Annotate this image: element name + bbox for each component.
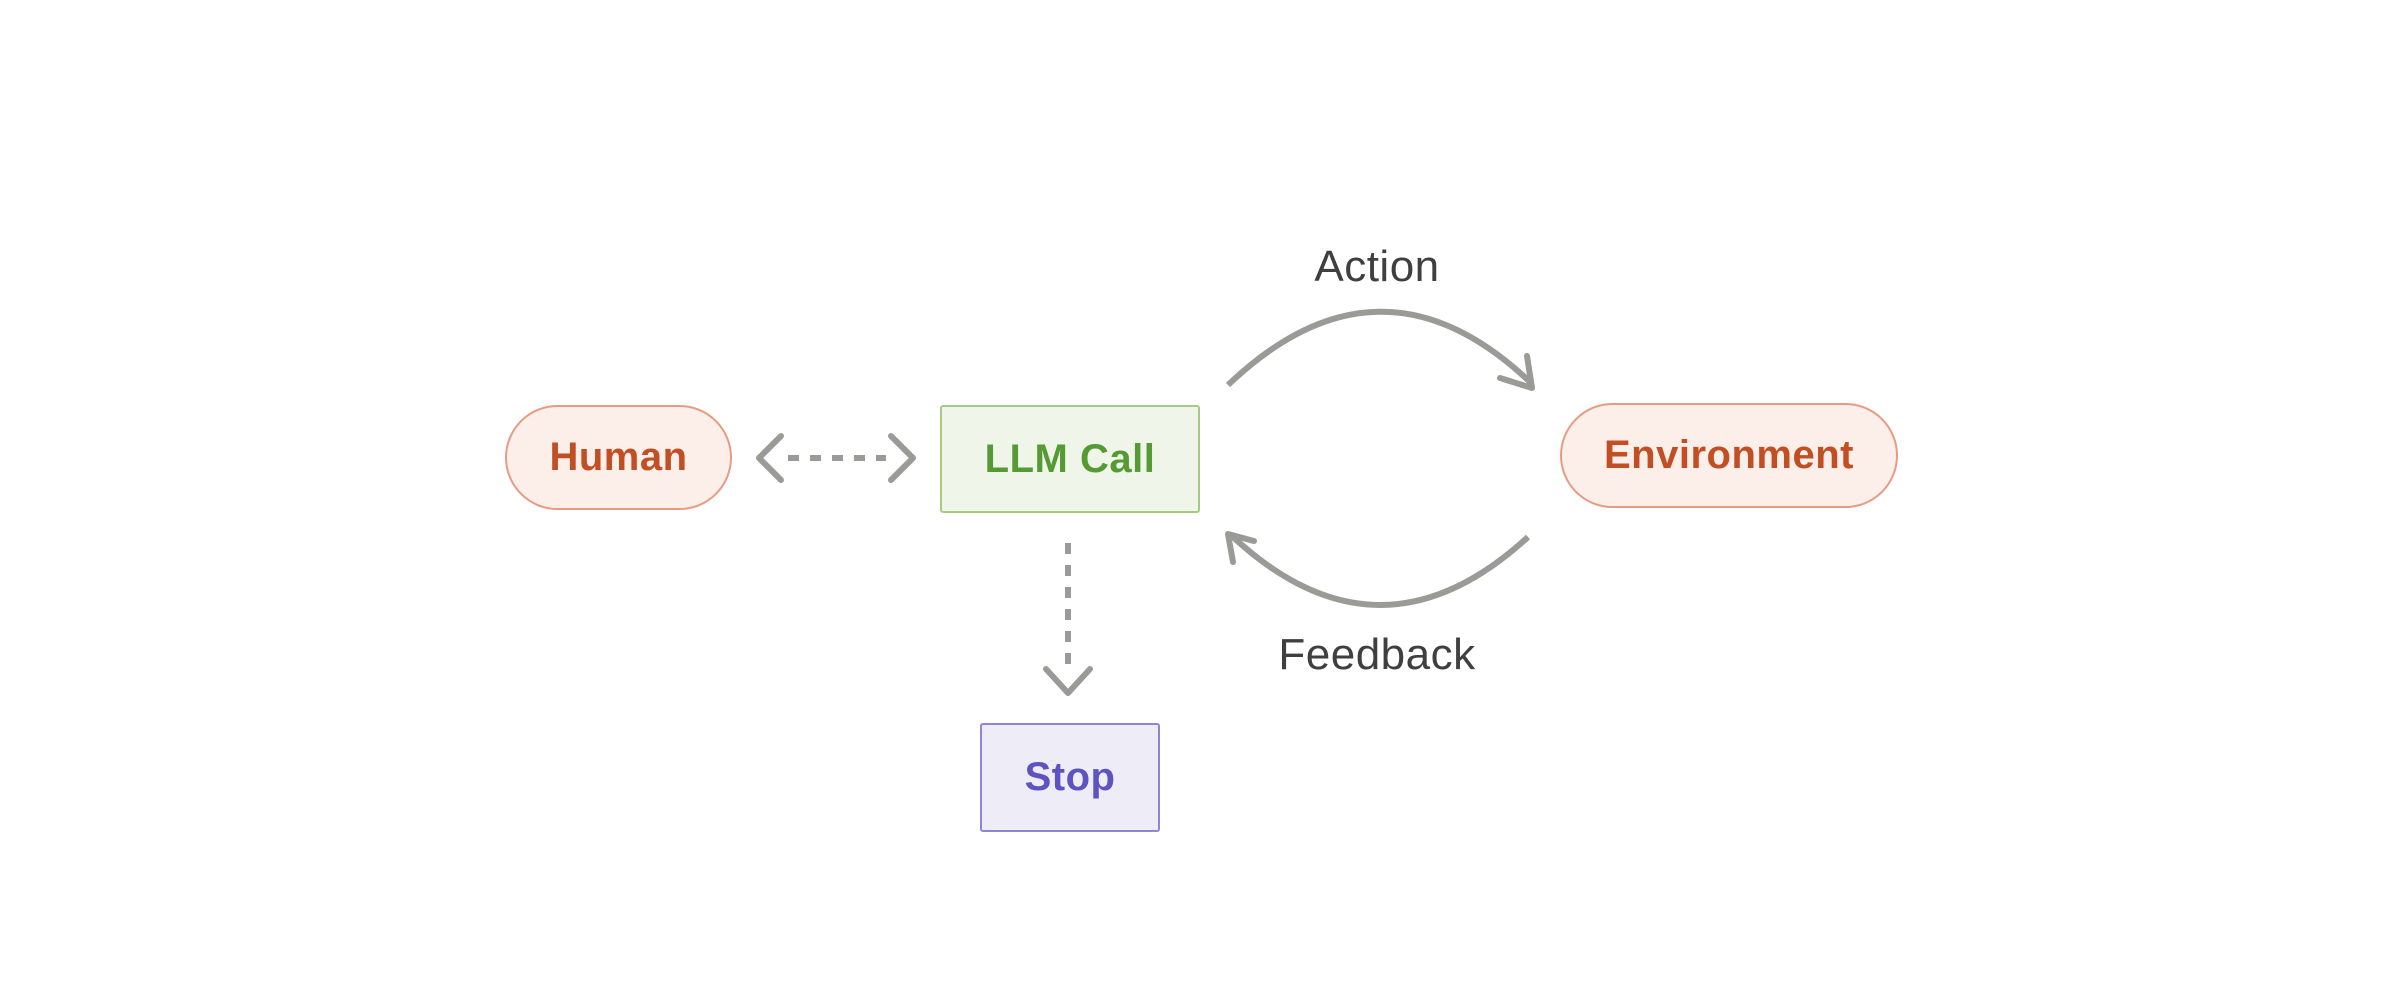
node-llm-call-label: LLM Call	[984, 436, 1156, 481]
action-arrow	[1225, 308, 1535, 391]
node-human: Human	[505, 405, 732, 510]
node-environment: Environment	[1560, 403, 1898, 508]
human-llm-dashed-arrow	[756, 433, 916, 483]
feedback-edge-label: Feedback	[1278, 630, 1476, 679]
llm-stop-dashed-arrow	[1043, 543, 1093, 696]
action-edge-label: Action	[1314, 242, 1440, 291]
node-stop-label: Stop	[1024, 755, 1116, 799]
arrowhead-feedback-icon	[1225, 531, 1257, 565]
arrowhead-right-icon	[888, 433, 916, 483]
feedback-arrow	[1225, 531, 1531, 608]
arrowhead-left-icon	[756, 433, 784, 483]
node-environment-label: Environment	[1604, 433, 1854, 477]
node-llm-call: LLM Call	[940, 405, 1200, 513]
node-stop: Stop	[980, 723, 1160, 832]
arrowhead-down-icon	[1043, 666, 1093, 696]
node-human-label: Human	[549, 435, 688, 479]
arrowhead-action-icon	[1497, 353, 1535, 391]
